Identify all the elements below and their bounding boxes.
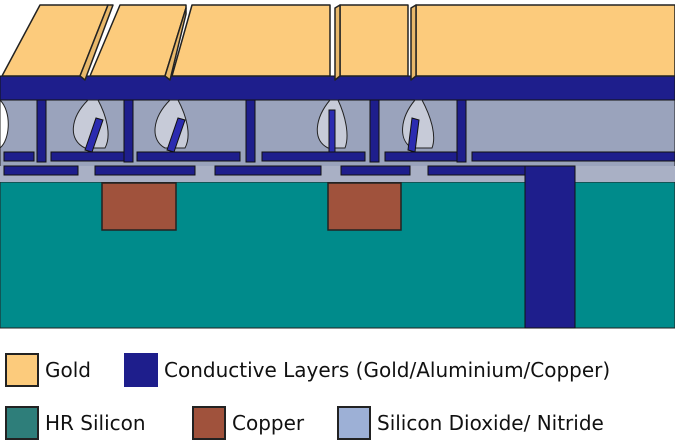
legend-label-copper: Copper: [232, 411, 305, 435]
top-conductive-layer: [0, 75, 675, 101]
gold-pads: [1, 4, 675, 81]
conductive-bars-row-2: [3, 165, 526, 176]
legend-item-silicon-dioxide: Silicon Dioxide/ Nitride: [337, 406, 604, 440]
legend: Gold Conductive Layers (Gold/Aluminium/C…: [0, 340, 675, 441]
legend-label-conductive-layers: Conductive Layers (Gold/Aluminium/Copper…: [164, 358, 611, 382]
legend-swatch-hr-silicon: [5, 406, 39, 440]
through-silicon-via: [524, 165, 576, 329]
legend-item-hr-silicon: HR Silicon: [5, 406, 146, 440]
legend-swatch-conductive-layers: [124, 353, 158, 387]
legend-swatch-silicon-dioxide: [337, 406, 371, 440]
conductive-bars-row-1: [3, 151, 675, 162]
slanted-vias: [84, 109, 420, 153]
legend-label-hr-silicon: HR Silicon: [45, 411, 146, 435]
legend-item-conductive-layers: Conductive Layers (Gold/Aluminium/Copper…: [124, 353, 610, 387]
legend-swatch-gold: [5, 353, 39, 387]
copper-block-right: [327, 182, 402, 231]
legend-item-gold: Gold: [5, 353, 91, 387]
legend-label-gold: Gold: [45, 358, 91, 382]
copper-block-left: [101, 182, 177, 231]
legend-swatch-copper: [192, 406, 226, 440]
left-edge-notch: [0, 99, 9, 149]
conductive-posts: [36, 99, 467, 163]
legend-label-silicon-dioxide: Silicon Dioxide/ Nitride: [377, 411, 604, 435]
mems-cross-section-diagram: [0, 4, 675, 329]
legend-item-copper: Copper: [192, 406, 304, 440]
